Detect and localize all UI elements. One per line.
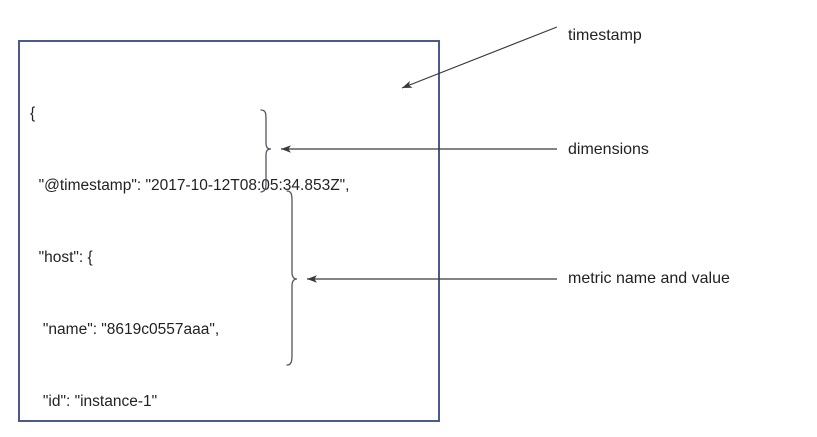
json-line: {	[30, 105, 36, 122]
json-code-block: { "@timestamp": "2017-10-12T08:05:34.853…	[30, 54, 350, 437]
json-line-timestamp: "@timestamp": "2017-10-12T08:05:34.853Z"…	[30, 177, 350, 194]
json-line-host-id: "id": "instance-1"	[30, 393, 158, 410]
json-line-host-open: "host": {	[30, 249, 93, 266]
json-line-host-name: "name": "8619c0557aaa",	[30, 321, 220, 338]
annotation-label-metric: metric name and value	[568, 270, 730, 287]
annotation-label-dimensions: dimensions	[568, 141, 649, 158]
annotation-label-timestamp: timestamp	[568, 27, 642, 44]
json-document-box: { "@timestamp": "2017-10-12T08:05:34.853…	[18, 40, 440, 422]
